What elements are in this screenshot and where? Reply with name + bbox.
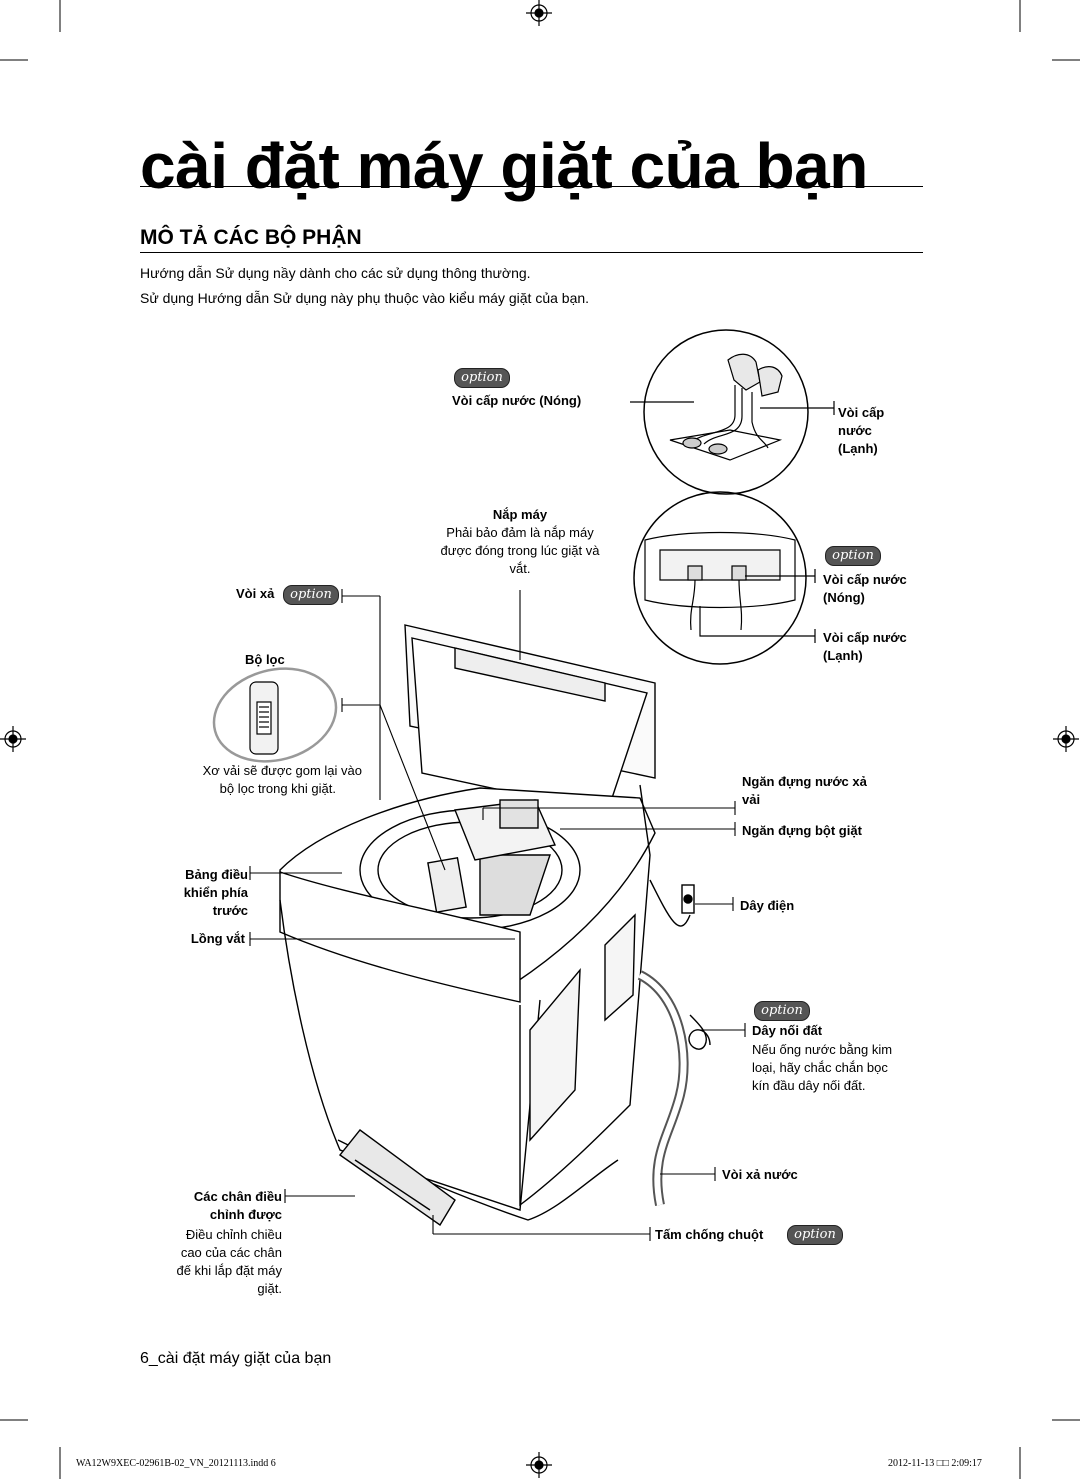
label-drain-hose: Vòi xả nước bbox=[722, 1167, 798, 1182]
label-softener-2: vải bbox=[742, 792, 761, 807]
option-badge: option bbox=[283, 585, 339, 605]
label-feet-desc-2: cao của các chân bbox=[180, 1245, 282, 1260]
label-hot-tap-top: Vòi cấp nước (Nóng) bbox=[452, 393, 582, 408]
label-ground-desc-2: loại, hãy chắc chắn bọc bbox=[752, 1060, 888, 1075]
label-feet-desc-4: giặt. bbox=[257, 1281, 282, 1296]
label-control-3: trước bbox=[212, 903, 248, 918]
label-filter-desc-1: Xơ vải sẽ được gom lại vào bbox=[202, 763, 362, 778]
label-rat-plate: Tấm chống chuột bbox=[655, 1227, 764, 1242]
option-badge: option bbox=[754, 1001, 810, 1021]
registration-mark-right bbox=[1053, 726, 1079, 752]
footer-section-title: 6_cài đặt máy giặt của bạn bbox=[140, 1350, 332, 1367]
registration-mark-left bbox=[0, 726, 26, 752]
heading-rule bbox=[140, 252, 923, 253]
intro-line-1: Hướng dẫn Sử dụng nầy dành cho các sử dụ… bbox=[140, 265, 531, 281]
footer-file-name: WA12W9XEC-02961B-02_VN_20121113.indd 6 bbox=[76, 1458, 276, 1469]
label-lid-title: Nắp máy bbox=[492, 507, 548, 522]
label-filter-desc-2: bộ lọc trong khi giặt. bbox=[219, 781, 336, 796]
label-drain: Vòi xả bbox=[236, 586, 275, 601]
label-lid-desc-1: Phải bảo đảm là nắp máy bbox=[446, 525, 594, 540]
label-feet-desc-3: đế khi lắp đặt máy bbox=[176, 1263, 282, 1278]
page-title: cài đặt máy giặt của bạn bbox=[140, 130, 868, 202]
label-ground-desc-1: Nếu ống nước bằng kim bbox=[752, 1042, 893, 1057]
footer-timestamp: 2012-11-13 □□ 2:09:17 bbox=[888, 1458, 982, 1469]
label-hot-tap-mid-2: (Nóng) bbox=[823, 590, 865, 605]
label-softener-1: Ngăn đựng nước xả bbox=[742, 774, 867, 789]
label-feet-desc-1: Điều chỉnh chiều bbox=[185, 1227, 282, 1242]
registration-mark-top bbox=[526, 0, 552, 26]
label-cold-tap-mid-1: Vòi cấp nước bbox=[823, 630, 907, 645]
valve-detail-circle bbox=[633, 491, 816, 665]
label-filter: Bộ lọc bbox=[245, 652, 285, 667]
section-heading: MÔ TẢ CÁC BỘ PHẬN bbox=[140, 226, 362, 249]
label-power: Dây điện bbox=[740, 898, 795, 913]
callout-lines bbox=[249, 589, 746, 1241]
title-rule bbox=[140, 186, 923, 187]
label-feet-2: chỉnh được bbox=[209, 1207, 282, 1222]
washer-body bbox=[279, 624, 711, 1227]
filter-detail bbox=[212, 667, 338, 763]
label-cold-tap-top-2: nước bbox=[838, 423, 872, 438]
option-badge: option bbox=[454, 368, 510, 388]
intro-line-2: Sử dụng Hướng dẫn Sử dụng này phụ thuộc … bbox=[140, 290, 590, 306]
label-cold-tap-top-3: (Lạnh) bbox=[838, 441, 878, 456]
label-feet-1: Các chân điều bbox=[193, 1189, 282, 1204]
tap-detail-circle bbox=[630, 329, 835, 495]
label-control-2: khiển phía bbox=[183, 885, 248, 900]
registration-mark-bottom bbox=[526, 1452, 552, 1478]
label-tub: Lồng vắt bbox=[190, 931, 245, 946]
label-control-1: Bảng điều bbox=[185, 867, 248, 882]
label-detergent: Ngăn đựng bột giặt bbox=[742, 823, 862, 838]
option-badge: option bbox=[825, 546, 881, 566]
label-lid-desc-3: vắt. bbox=[509, 561, 531, 576]
label-lid-desc-2: được đóng trong lúc giặt và bbox=[440, 543, 600, 558]
label-cold-tap-top-1: Vòi cấp bbox=[838, 405, 885, 420]
label-cold-tap-mid-2: (Lạnh) bbox=[823, 648, 863, 663]
label-ground-title: Dây nối đất bbox=[752, 1023, 823, 1038]
label-hot-tap-mid-1: Vòi cấp nước bbox=[823, 572, 907, 587]
option-badge: option bbox=[787, 1225, 843, 1245]
label-ground-desc-3: kín đầu dây nối đất. bbox=[752, 1078, 866, 1093]
